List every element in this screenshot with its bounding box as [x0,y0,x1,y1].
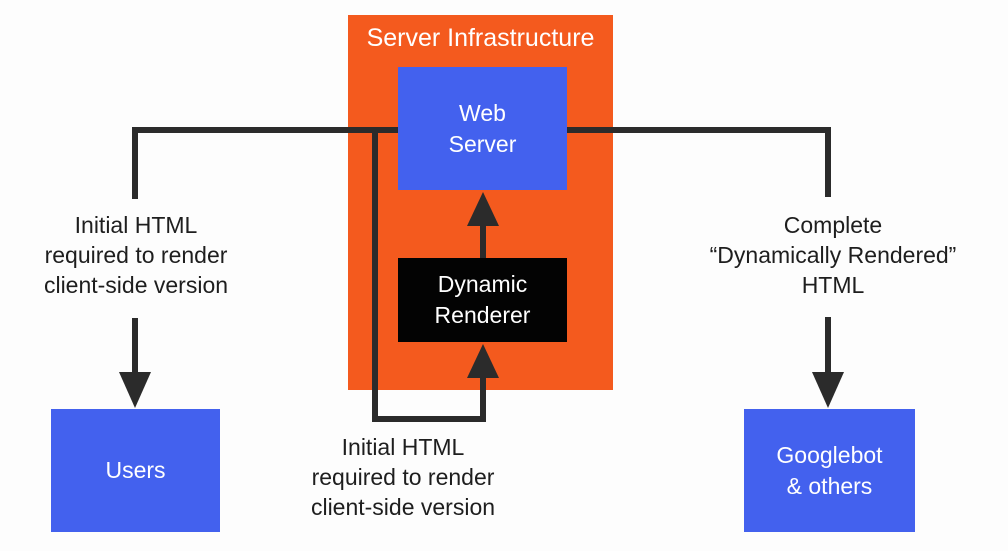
connector-u-bottom-horizontal [372,416,486,422]
label-initial-html-left: Initial HTML required to render client-s… [43,212,229,298]
connector-u-right-vertical [480,376,486,422]
arrowhead-to-web-server-icon [467,192,499,226]
label-initial-html-bottom: Initial HTML required to render client-s… [310,434,496,520]
googlebot-node: Googlebot & others [744,409,915,532]
connector-left-vertical-upper [132,127,138,199]
connector-right-vertical-upper [825,127,831,197]
web-server-node: Web Server [398,67,567,190]
arrowhead-to-users-icon [119,372,151,408]
dynamic-renderer-node: Dynamic Renderer [398,258,567,342]
users-node: Users [51,409,220,532]
connector-right-vertical-lower [825,317,831,374]
connector-left-vertical-lower [132,318,138,374]
connector-renderer-to-webserver-shaft [480,226,486,258]
arrowhead-to-dynamic-renderer-icon [467,344,499,378]
server-infrastructure-title: Server Infrastructure [366,24,595,52]
arrowhead-to-googlebot-icon [812,372,844,408]
label-complete-rendered-html: Complete “Dynamically Rendered” HTML [709,212,957,298]
connector-u-left-vertical [372,127,378,422]
